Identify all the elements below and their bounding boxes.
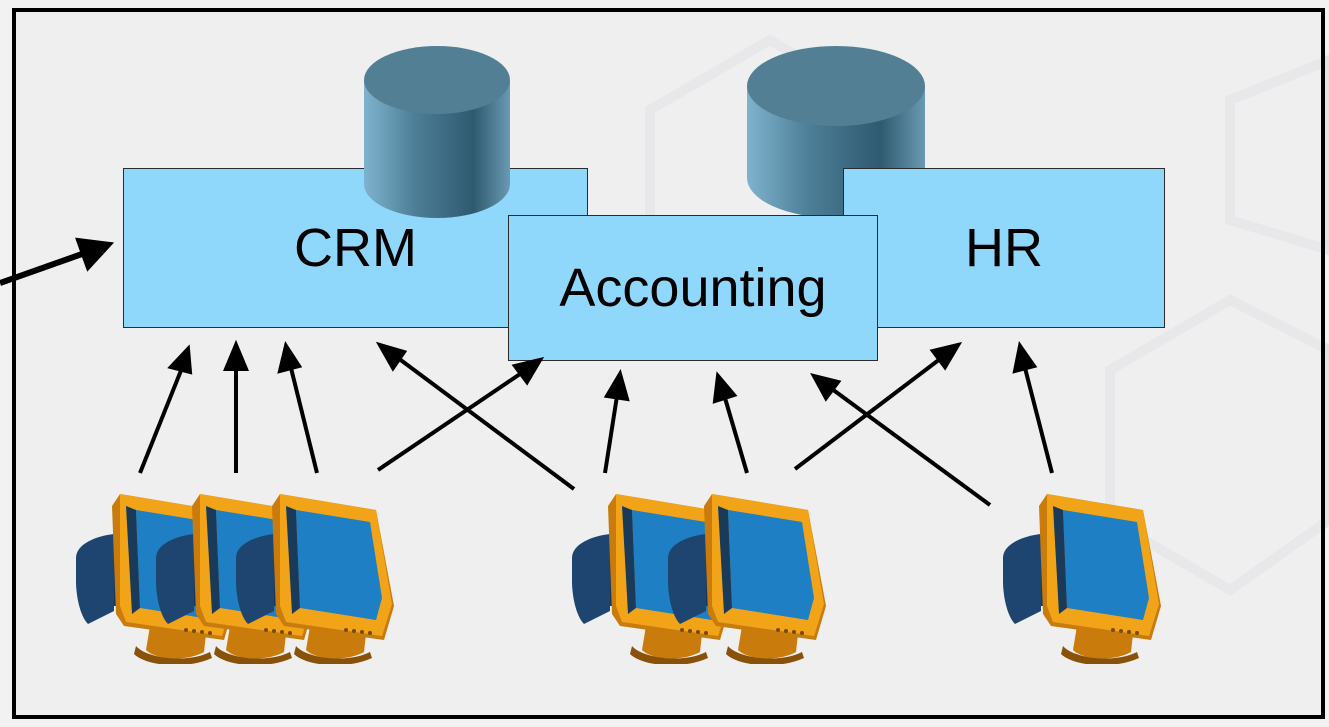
arrow-pc4-accounting: [603, 395, 619, 474]
hr-system-box: HR: [843, 168, 1165, 328]
arrow-pc3-accounting: [376, 370, 525, 472]
arrow-pc6-hr: [1023, 367, 1054, 474]
arrow-pc1-crm: [138, 367, 184, 474]
arrow-pc5-accounting: [723, 397, 749, 474]
accounting-label: Accounting: [559, 258, 827, 318]
external-arrowhead: [75, 237, 115, 272]
computer-monitor-icon: [236, 486, 396, 669]
computer-monitor-icon: [1003, 486, 1163, 669]
crm-label: CRM: [294, 218, 417, 278]
computer-monitor-icon: [668, 486, 828, 669]
database-icon: [364, 46, 510, 218]
arrow-pc6-accounting: [830, 387, 992, 507]
accounting-system-box: Accounting: [508, 215, 878, 361]
arrow-pc4-crm: [396, 356, 576, 491]
arrow-pc3-crm: [289, 367, 319, 474]
external-arrow: [0, 251, 84, 286]
hr-label: HR: [965, 218, 1043, 278]
